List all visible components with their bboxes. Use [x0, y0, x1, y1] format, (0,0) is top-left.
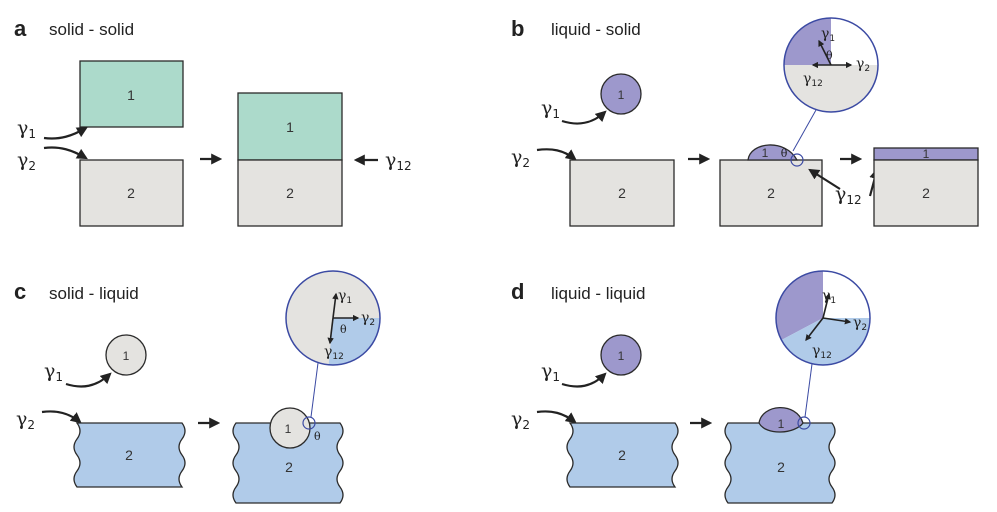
liquid-1-droplet	[600, 73, 642, 115]
solid-1-block	[79, 60, 184, 128]
gamma-1-small: γ1	[822, 288, 836, 306]
panel-title-d: liquid - liquid	[551, 284, 646, 303]
phase-1-label: 1	[285, 422, 292, 436]
gamma-12-small: γ12	[812, 343, 832, 361]
gamma-2-arrow	[536, 148, 577, 161]
contact-point-marker	[302, 416, 316, 430]
gamma-12-label: γ12	[385, 149, 412, 173]
contact-angle-label: θ	[781, 147, 788, 160]
contact-angle-small: θ	[340, 323, 347, 336]
phase-2-label: 2	[767, 185, 775, 201]
gamma-2-arrow	[41, 410, 82, 424]
panel-title-b: liquid - solid	[551, 20, 641, 39]
phase-2-label: 2	[285, 459, 293, 475]
solid-2-substrate	[719, 159, 823, 227]
phase-1-label: 1	[618, 88, 625, 102]
panel-b: b liquid - solid 1 γ1 γ2 2 2 1 θ γ1 θ γ2…	[511, 16, 979, 227]
gamma-12-pointer	[808, 168, 841, 190]
panel-a: a solid - solid 1 2 γ1 γ2 1 2 γ12	[14, 16, 412, 227]
gamma-1-small: γ1	[821, 26, 835, 44]
solid-2-joined	[237, 159, 343, 227]
phase-1-label: 1	[127, 87, 135, 103]
gamma-2-arrow	[536, 410, 577, 424]
gamma-2-label: γ2	[511, 146, 530, 170]
gamma-1-label: γ1	[541, 360, 560, 384]
gamma-1-small: γ1	[338, 288, 352, 306]
magnifier-leader-line	[804, 363, 813, 418]
gamma-2-small: γ2	[856, 56, 870, 74]
tension-vector-gamma-1	[818, 39, 832, 66]
phase-1-label: 1	[762, 146, 769, 160]
liquid-1-droplet	[600, 334, 642, 376]
gamma-2-label: γ2	[16, 408, 35, 432]
tension-vector-gamma-1	[822, 292, 831, 319]
gamma-1-arrow	[561, 110, 607, 125]
liquid-2-pool	[232, 422, 344, 504]
solid-2-block	[79, 159, 184, 227]
phase-1-label: 1	[778, 417, 785, 431]
contact-angle-label: θ	[314, 430, 321, 443]
gamma-1-arrow	[65, 372, 112, 388]
contact-angle-small: θ	[826, 49, 833, 62]
liquid-1-drop-on-solid	[747, 144, 799, 161]
solid-1-particle	[105, 334, 147, 376]
contact-point-marker	[797, 416, 811, 430]
panel-letter-b: b	[511, 16, 524, 41]
magnifier-leader-line	[310, 362, 319, 418]
phase-2-label: 2	[125, 447, 133, 463]
phase-1-label: 1	[286, 119, 294, 135]
panel-letter-a: a	[14, 16, 27, 41]
panel-letter-d: d	[511, 279, 524, 304]
contact-point-marker	[790, 153, 804, 167]
gamma-1-label: γ1	[17, 117, 36, 141]
tension-vector-gamma-1	[332, 292, 339, 319]
magnifier-circle	[783, 17, 879, 113]
tension-vector-gamma-2	[822, 317, 852, 325]
phase-1-label: 1	[923, 147, 930, 161]
gamma-2-label: γ2	[17, 149, 36, 173]
magnifier-circle	[775, 270, 871, 366]
panel-letter-c: c	[14, 279, 26, 304]
phase-2-label: 2	[777, 459, 785, 475]
gamma-1-arrow	[561, 372, 607, 388]
tension-vector-gamma-12	[327, 317, 334, 345]
gamma-2-arrow	[43, 146, 88, 160]
phase-1-label: 1	[618, 349, 625, 363]
gamma-2-label: γ2	[511, 408, 530, 432]
magnifier-leader-line	[792, 109, 817, 152]
phase-2-label: 2	[618, 185, 626, 201]
gamma-12-small: γ12	[324, 344, 344, 362]
panel-d: d liquid - liquid 1 γ1 γ2 2 2 1 γ1 γ2 γ1…	[511, 270, 871, 504]
liquid-2-pool	[566, 422, 679, 488]
gamma-1-arrow	[43, 126, 88, 140]
gamma-12-small: γ12	[803, 71, 823, 89]
phase-1-label: 1	[123, 349, 130, 363]
liquid-2-pool	[724, 422, 836, 504]
gamma-1-label: γ1	[44, 360, 63, 384]
panel-title-a: solid - solid	[49, 20, 134, 39]
phase-2-label: 2	[618, 447, 626, 463]
magnifier-circle	[285, 270, 381, 366]
panel-c: c solid - liquid 1 γ1 γ2 2 2 1 θ γ1	[14, 270, 381, 504]
gamma-12-label: γ12	[835, 183, 862, 207]
phase-2-label: 2	[127, 185, 135, 201]
liquid-1-lens	[758, 407, 804, 433]
liquid-2-pool	[73, 422, 186, 488]
solid-2-block	[569, 159, 675, 227]
gamma-2-small: γ2	[853, 315, 867, 333]
phase-2-label: 2	[286, 185, 294, 201]
solid-2-substrate	[873, 159, 979, 227]
gamma-2-small: γ2	[361, 310, 375, 328]
tension-vector-gamma-12	[805, 317, 824, 342]
panel-title-c: solid - liquid	[49, 284, 139, 303]
phase-2-label: 2	[922, 185, 930, 201]
solid-1-particle-at-interface	[269, 407, 311, 449]
gamma-1-label: γ1	[541, 97, 560, 121]
